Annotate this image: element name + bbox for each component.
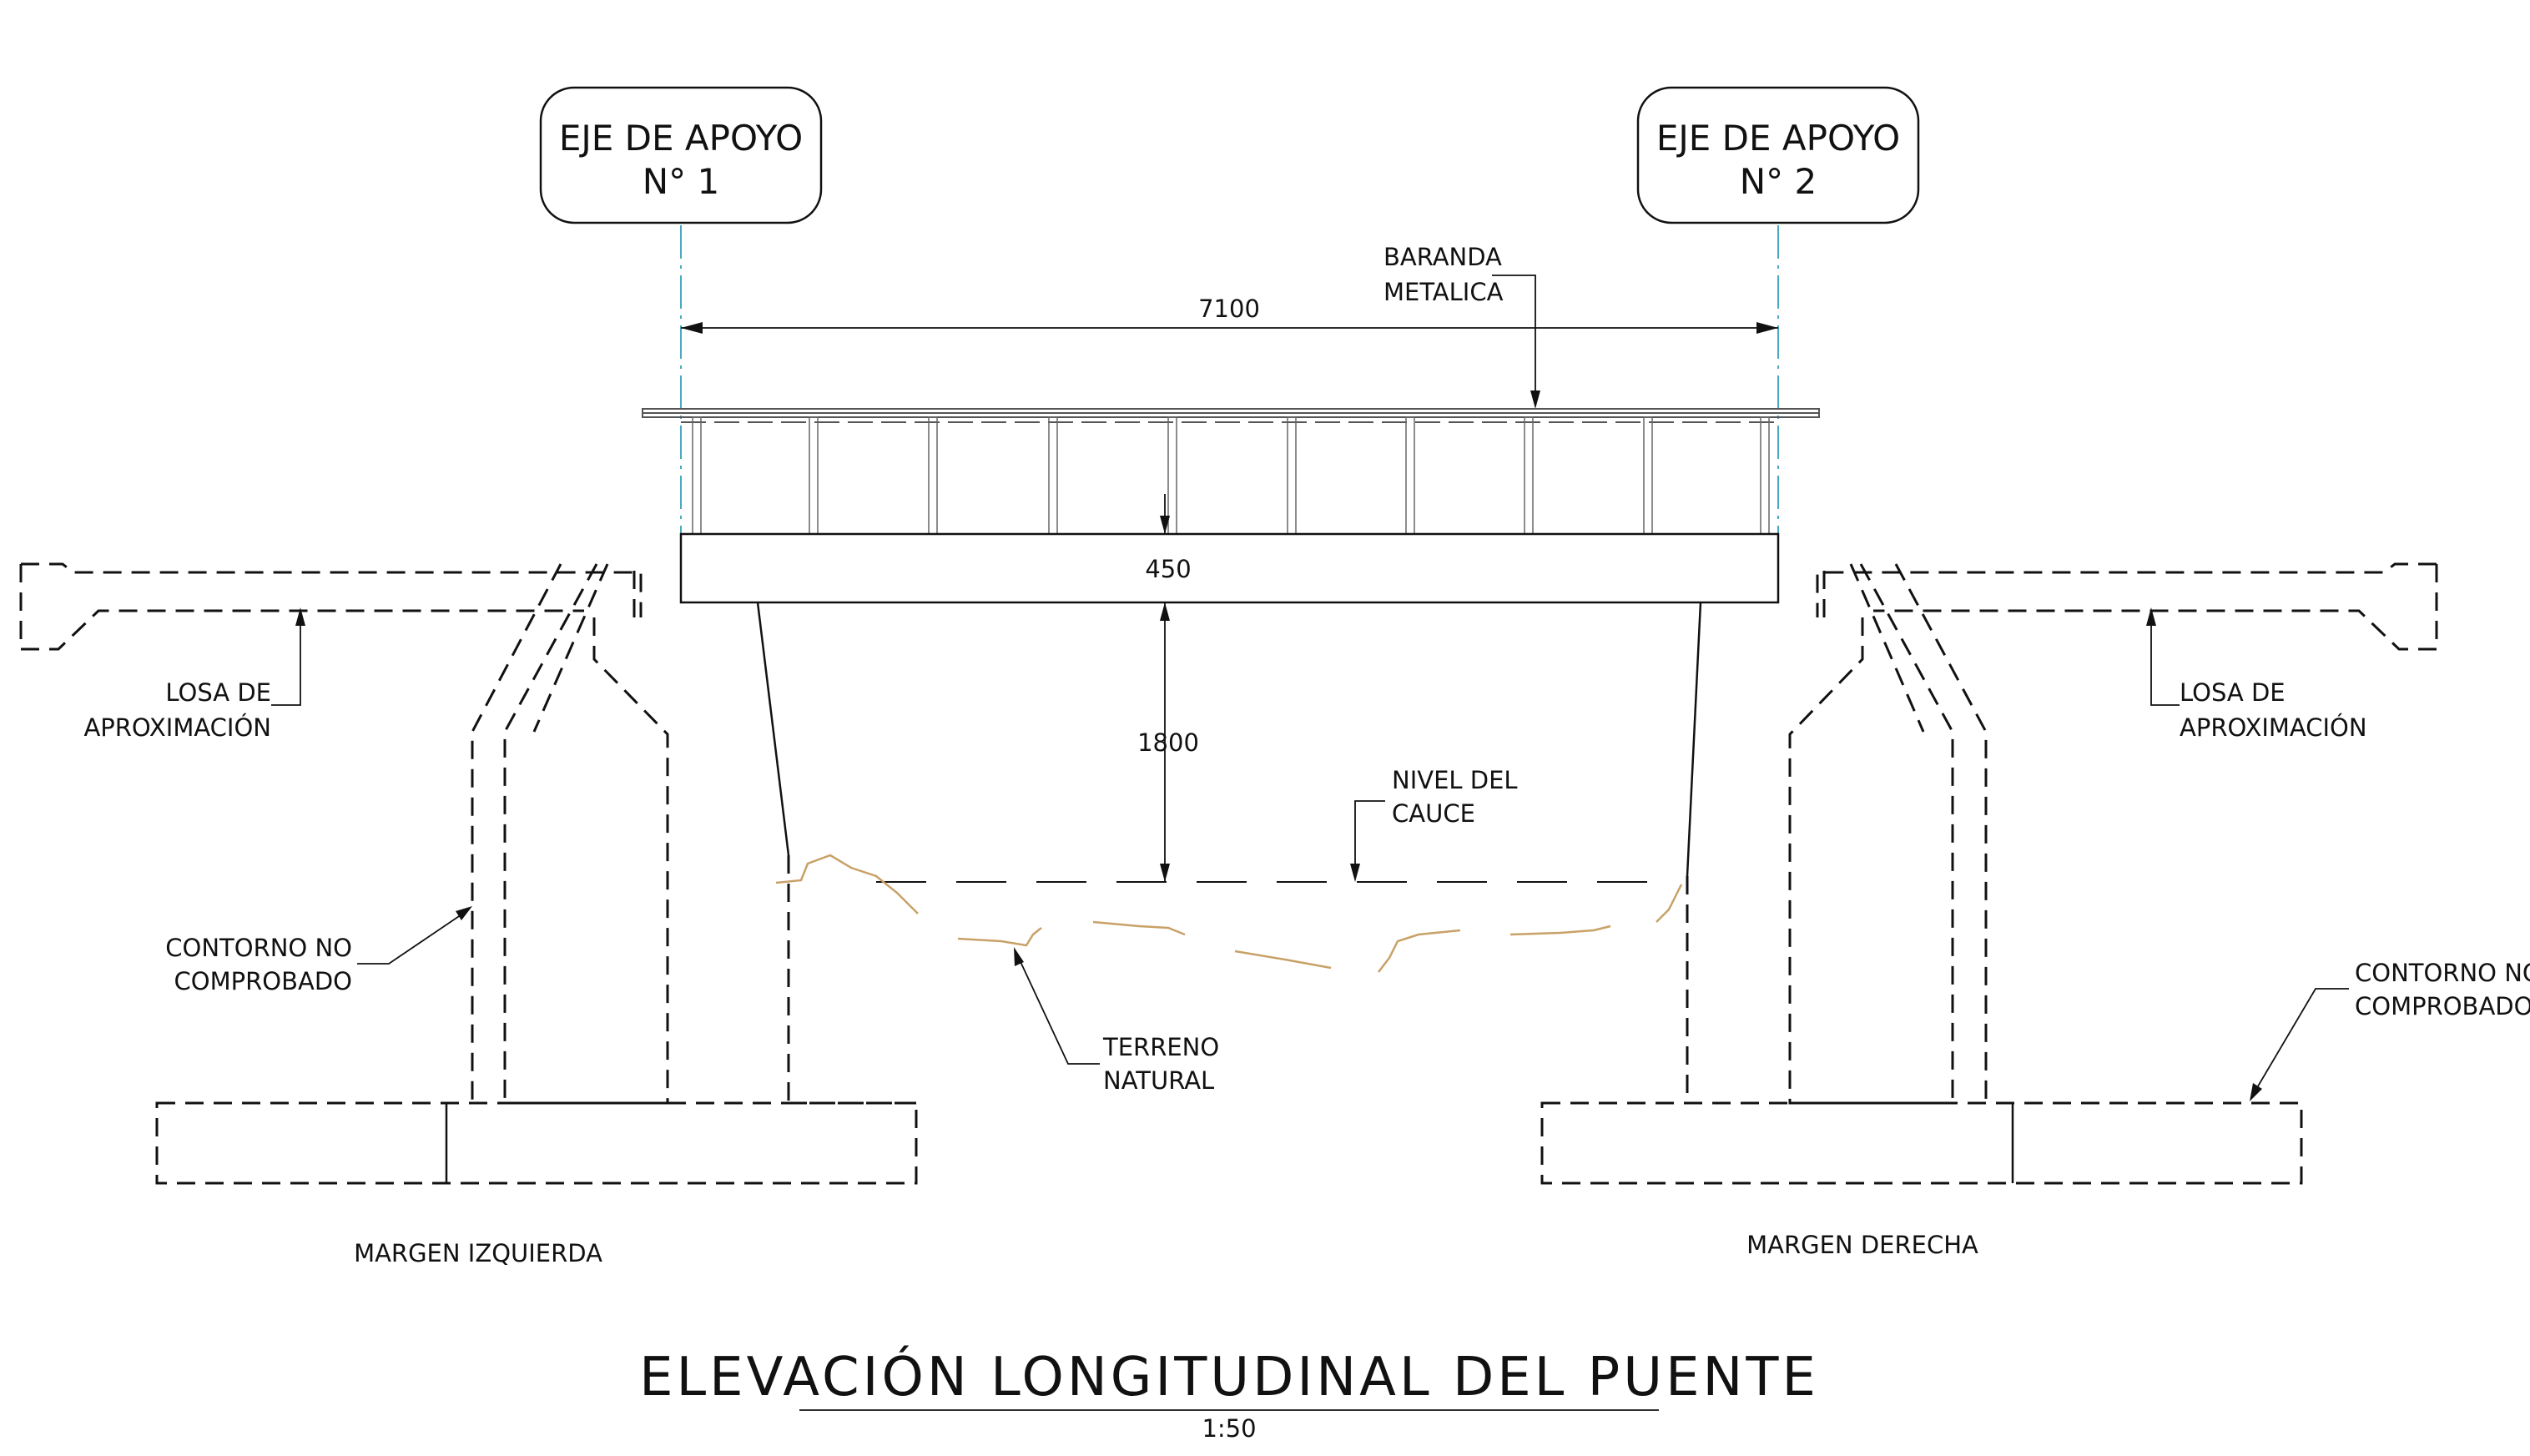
bridge-deck [679,532,1780,604]
support-axis-1-line2: N° 1 [643,161,720,202]
approach-slab-left-label: LOSA DE APROXIMACIÓN [83,607,305,742]
railing-label-line2: METALICA [1383,278,1504,306]
approach-slab-right-line2: APROXIMACIÓN [2180,713,2367,742]
drawing-title: ELEVACIÓN LONGITUDINAL DEL PUENTE [639,1345,1819,1408]
railing-post [692,416,702,535]
natural-terrain [775,854,1683,973]
railing-post [1643,416,1653,535]
right-inner-wall [1686,602,1702,877]
approach-slab-right-line1: LOSA DE [2180,678,2286,707]
unverified-right-line2: COMPROBADO [2355,992,2530,1020]
railing-post [1405,416,1415,535]
approach-slab-right-label: LOSA DE APROXIMACIÓN [2146,607,2367,742]
support-axis-1-label: EJE DE APOYO N° 1 [539,86,823,224]
natural-terrain-label: TERRENO NATURAL [1014,947,1219,1095]
unverified-left-line1: CONTORNO NO [165,934,352,962]
left-inner-wall [756,602,790,856]
channel-level-line2: CAUCE [1392,799,1475,828]
drawing-scale: 1:50 [1202,1414,1256,1443]
clearance-value: 1800 [1137,728,1199,757]
channel-level: NIVEL DEL CAUCE [876,766,1677,883]
unverified-contour-right-label: CONTORNO NO COMPROBADO [2250,959,2530,1101]
metal-railing [642,408,1820,535]
left-abutment [19,562,918,1185]
deck-thickness-dimension: 450 [1145,494,1192,583]
span-dimension-value: 7100 [1198,295,1260,323]
support-axis-2-label: EJE DE APOYO N° 2 [1636,86,1920,224]
channel-level-line1: NIVEL DEL [1392,766,1518,794]
railing-post [809,416,819,535]
support-axis-2-line2: N° 2 [1740,161,1817,202]
right-bank-label: MARGEN DERECHA [1746,1231,1978,1259]
railing-post [1287,416,1297,535]
approach-slab-left-line2: APROXIMACIÓN [83,713,271,742]
right-abutment [1540,562,2438,1185]
approach-slab-left-line1: LOSA DE [165,678,271,707]
unverified-contour-left-label: CONTORNO NO COMPROBADO [165,906,472,995]
natural-terrain-line2: NATURAL [1103,1066,1214,1095]
railing-post [928,416,938,535]
deck-thickness-value: 450 [1145,555,1191,583]
unverified-right-line1: CONTORNO NO [2355,959,2530,987]
natural-terrain-line1: TERRENO [1102,1033,1219,1061]
support-axis-1-line1: EJE DE APOYO [559,118,803,159]
left-bank-label: MARGEN IZQUIERDA [354,1239,602,1267]
railing-label-line1: BARANDA [1383,243,1502,271]
span-dimension: 7100 [681,295,1778,334]
railing-label: BARANDA METALICA [1383,243,1540,409]
drawing-title-block: ELEVACIÓN LONGITUDINAL DEL PUENTE 1:50 [639,1345,1819,1443]
railing-post [1524,416,1534,535]
unverified-left-line2: COMPROBADO [174,967,352,995]
railing-post [1048,416,1058,535]
railing-post [1760,416,1770,535]
support-axis-2-line1: EJE DE APOYO [1656,118,1900,159]
clearance-dimension: 1800 [1137,602,1199,882]
